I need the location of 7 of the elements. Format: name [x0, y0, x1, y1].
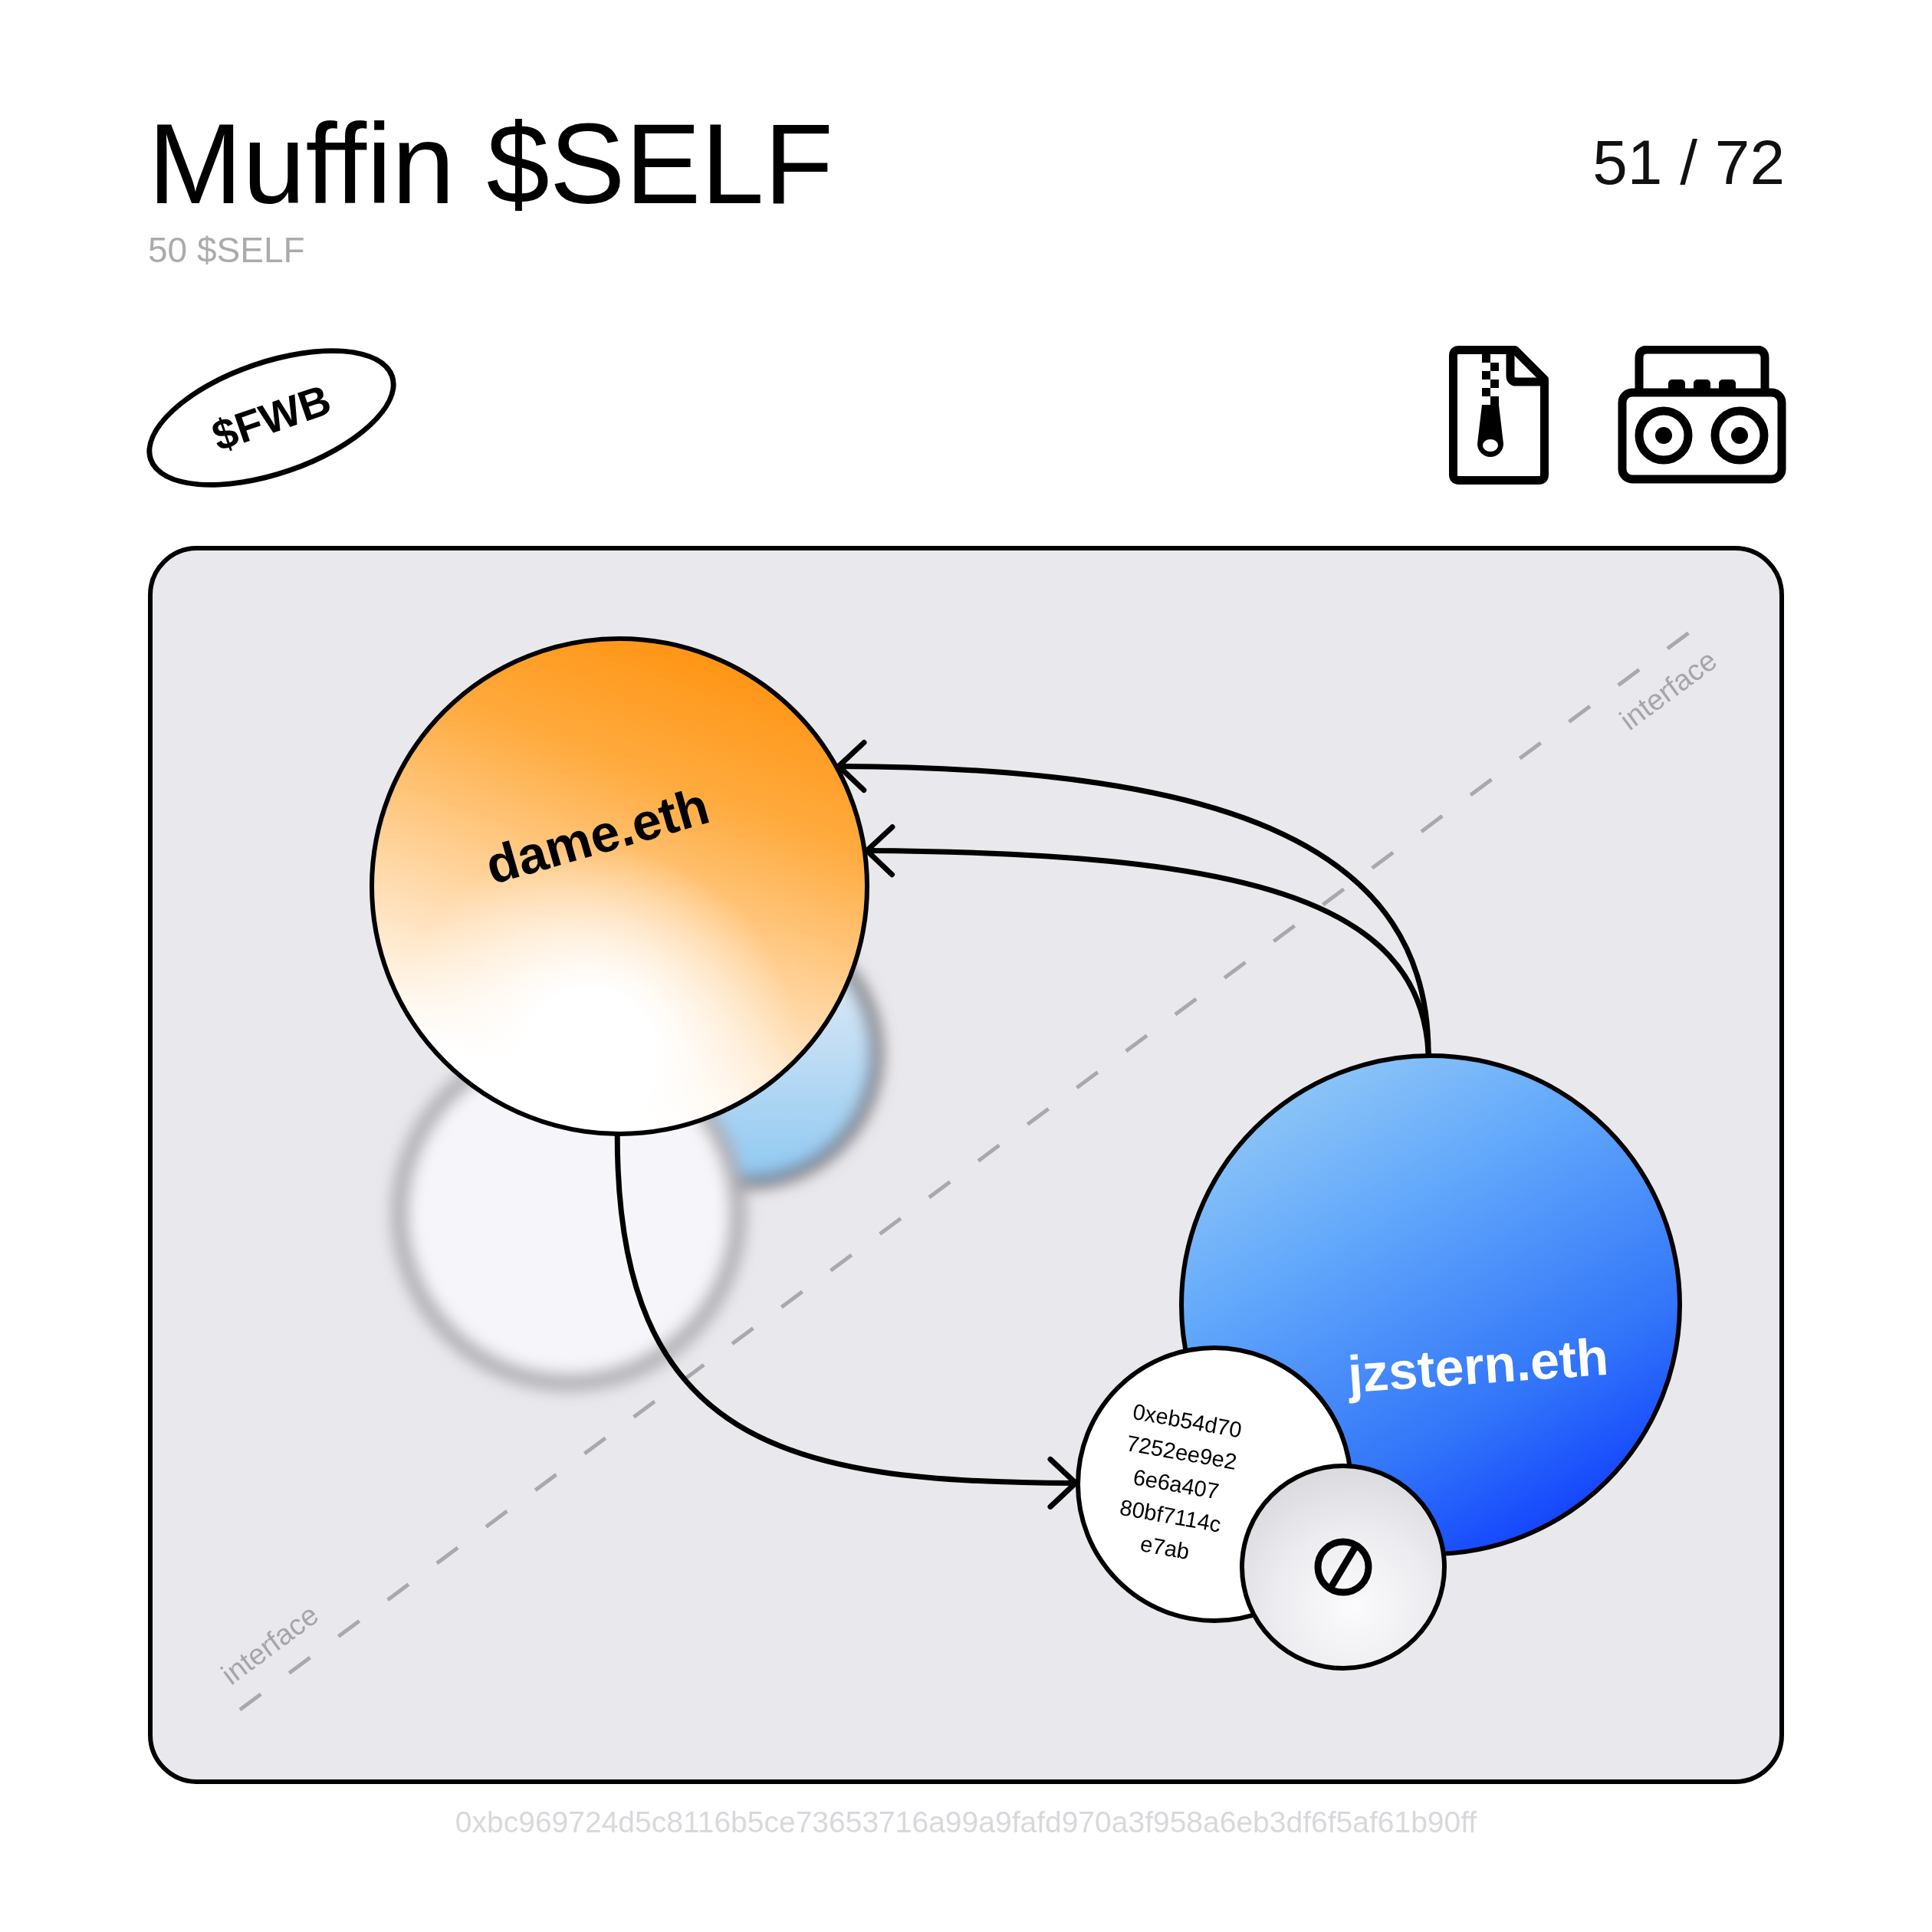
badge-label: $FWB — [205, 376, 337, 460]
page-counter: 51 / 72 — [1592, 131, 1785, 194]
subtitle: 50 $SELF — [148, 232, 305, 268]
panel — [148, 546, 1784, 1784]
address-text: 0xeb54d70 7252ee9e2 6e6a407 80bf7114c e7ab — [1117, 1398, 1245, 1566]
title: Muffin $SELF — [148, 107, 833, 221]
node-label: jzstern.eth — [1346, 1327, 1611, 1404]
